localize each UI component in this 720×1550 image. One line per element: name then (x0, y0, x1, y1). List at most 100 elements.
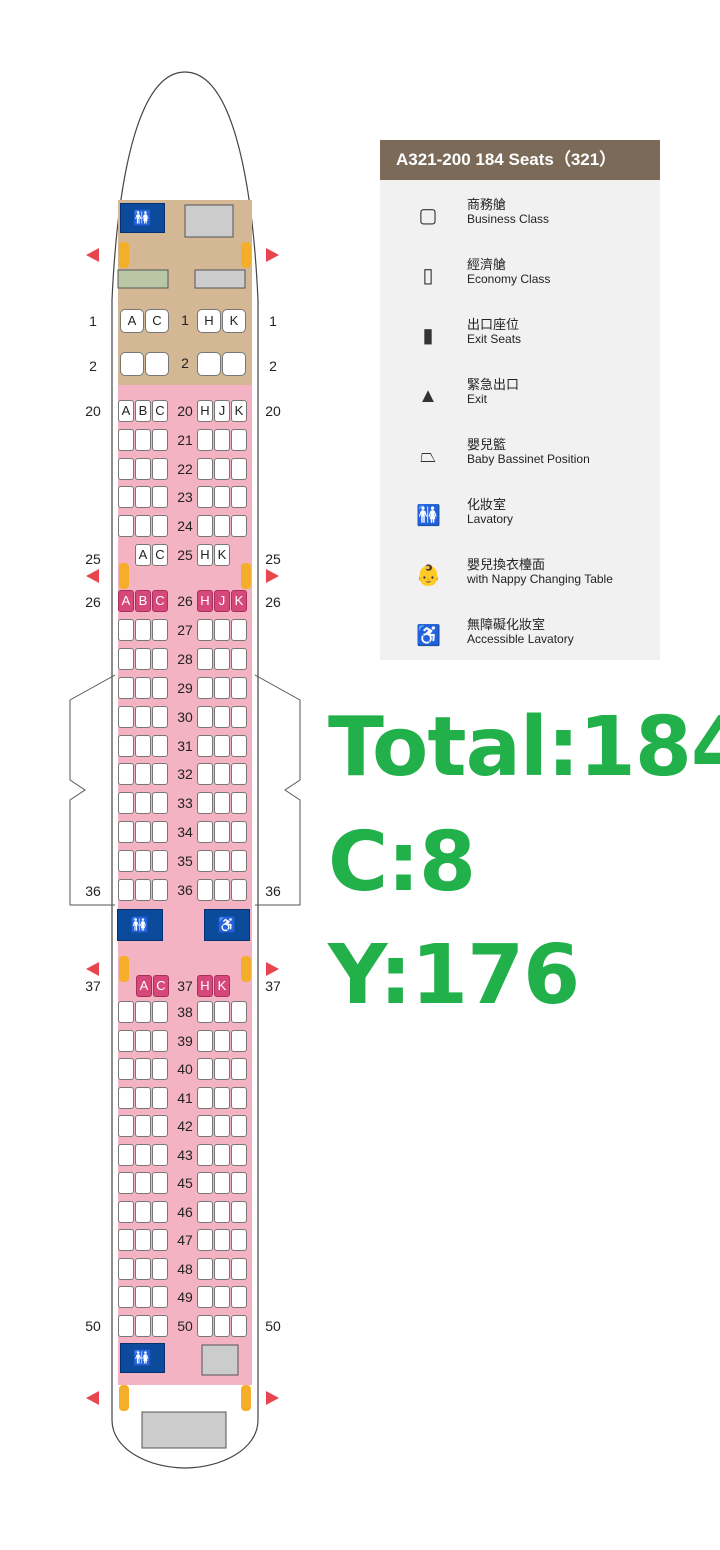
economy-seat[interactable] (152, 792, 168, 815)
economy-seat[interactable] (135, 618, 151, 641)
economy-seat[interactable] (152, 515, 168, 537)
economy-seat[interactable] (197, 792, 213, 815)
economy-seat[interactable] (135, 1286, 151, 1308)
economy-seat[interactable] (118, 1172, 134, 1194)
economy-seat[interactable] (214, 763, 230, 786)
economy-seat[interactable] (135, 879, 151, 901)
business-seat[interactable]: A (120, 309, 144, 333)
business-seat[interactable] (222, 352, 246, 376)
economy-seat[interactable] (231, 1029, 247, 1052)
economy-seat[interactable] (214, 792, 230, 815)
economy-seat[interactable] (214, 515, 230, 537)
economy-seat[interactable] (197, 1086, 213, 1109)
economy-seat[interactable] (197, 763, 213, 786)
economy-seat[interactable] (118, 850, 134, 873)
economy-seat[interactable] (214, 734, 230, 757)
economy-seat[interactable] (135, 705, 151, 728)
economy-seat[interactable] (118, 428, 134, 451)
economy-seat[interactable] (214, 850, 230, 873)
economy-seat[interactable] (214, 1314, 230, 1337)
economy-seat[interactable] (118, 1229, 134, 1251)
economy-seat[interactable] (214, 428, 230, 451)
economy-seat[interactable] (197, 850, 213, 873)
economy-seat[interactable]: A (118, 400, 134, 422)
economy-seat[interactable] (231, 618, 247, 641)
economy-seat[interactable] (214, 618, 230, 641)
business-seat[interactable]: H (197, 309, 221, 333)
economy-seat[interactable] (197, 1172, 213, 1194)
economy-seat[interactable] (135, 457, 151, 480)
economy-seat[interactable] (118, 821, 134, 844)
economy-seat[interactable] (214, 1143, 230, 1166)
exit-seat[interactable]: K (214, 975, 230, 997)
economy-seat[interactable] (135, 763, 151, 786)
economy-seat[interactable] (135, 1058, 151, 1080)
economy-seat[interactable] (118, 705, 134, 728)
economy-seat[interactable] (197, 647, 213, 670)
economy-seat[interactable] (135, 1200, 151, 1223)
economy-seat[interactable] (152, 879, 168, 901)
economy-seat[interactable] (135, 1314, 151, 1337)
economy-seat[interactable] (214, 1001, 230, 1023)
economy-seat[interactable] (197, 1029, 213, 1052)
economy-seat[interactable] (197, 1001, 213, 1023)
exit-seat[interactable]: C (153, 975, 169, 997)
economy-seat[interactable] (118, 486, 134, 509)
economy-seat[interactable] (231, 821, 247, 844)
business-seat[interactable] (145, 352, 169, 376)
economy-seat[interactable] (214, 705, 230, 728)
economy-seat[interactable] (152, 1058, 168, 1080)
economy-seat[interactable] (197, 676, 213, 699)
economy-seat[interactable] (231, 1172, 247, 1194)
exit-seat[interactable]: B (135, 590, 151, 612)
economy-seat[interactable]: K (231, 400, 247, 422)
economy-seat[interactable] (197, 428, 213, 451)
economy-seat[interactable] (231, 1314, 247, 1337)
economy-seat[interactable] (231, 1143, 247, 1166)
economy-seat[interactable] (152, 486, 168, 509)
economy-seat[interactable] (231, 1058, 247, 1080)
economy-seat[interactable] (214, 1172, 230, 1194)
economy-seat[interactable] (197, 1058, 213, 1080)
economy-seat[interactable]: J (214, 400, 230, 422)
economy-seat[interactable] (197, 1314, 213, 1337)
economy-seat[interactable] (214, 647, 230, 670)
economy-seat[interactable] (197, 486, 213, 509)
economy-seat[interactable] (152, 1001, 168, 1023)
economy-seat[interactable] (214, 1257, 230, 1280)
economy-seat[interactable] (152, 850, 168, 873)
exit-seat[interactable]: A (136, 975, 152, 997)
economy-seat[interactable] (231, 850, 247, 873)
economy-seat[interactable]: B (135, 400, 151, 422)
economy-seat[interactable] (231, 792, 247, 815)
economy-seat[interactable] (118, 1086, 134, 1109)
economy-seat[interactable] (214, 879, 230, 901)
exit-seat[interactable]: C (152, 590, 168, 612)
economy-seat[interactable]: A (135, 544, 151, 566)
economy-seat[interactable] (135, 1143, 151, 1166)
economy-seat[interactable] (214, 1115, 230, 1137)
economy-seat[interactable] (135, 1029, 151, 1052)
economy-seat[interactable] (152, 618, 168, 641)
economy-seat[interactable] (231, 763, 247, 786)
economy-seat[interactable] (135, 850, 151, 873)
economy-seat[interactable]: K (214, 544, 230, 566)
economy-seat[interactable] (214, 1229, 230, 1251)
economy-seat[interactable] (231, 1086, 247, 1109)
economy-seat[interactable] (231, 428, 247, 451)
economy-seat[interactable] (118, 1143, 134, 1166)
exit-seat[interactable]: H (197, 975, 213, 997)
economy-seat[interactable] (135, 486, 151, 509)
economy-seat[interactable] (152, 647, 168, 670)
economy-seat[interactable] (214, 1286, 230, 1308)
economy-seat[interactable] (231, 457, 247, 480)
economy-seat[interactable] (135, 1257, 151, 1280)
economy-seat[interactable] (197, 1229, 213, 1251)
economy-seat[interactable] (135, 1229, 151, 1251)
economy-seat[interactable] (118, 792, 134, 815)
economy-seat[interactable] (231, 1001, 247, 1023)
economy-seat[interactable] (152, 763, 168, 786)
economy-seat[interactable] (118, 1058, 134, 1080)
economy-seat[interactable] (197, 821, 213, 844)
economy-seat[interactable] (152, 428, 168, 451)
